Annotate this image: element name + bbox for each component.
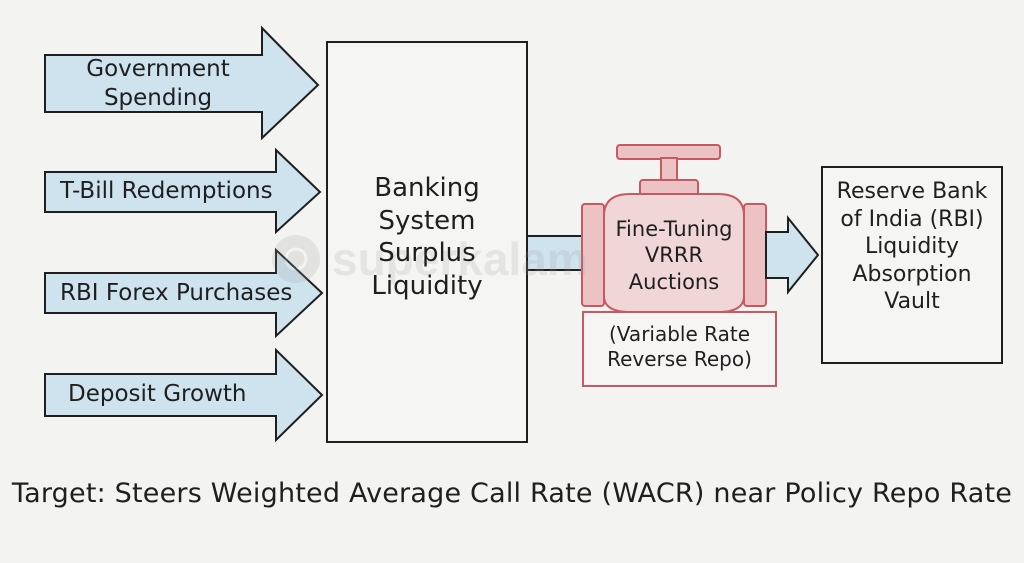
banking-system-label: Banking System Surplus Liquidity <box>327 172 527 302</box>
valve-line: Auctions <box>628 269 720 294</box>
valve-line: Fine-Tuning <box>615 217 733 241</box>
label-government-spending: Government Spending <box>52 55 264 113</box>
arrow-deposit-growth <box>44 347 324 443</box>
label-deposit-growth: Deposit Growth <box>68 381 247 407</box>
arrow-government-spending <box>44 25 320 141</box>
connector-pipe <box>526 235 586 271</box>
label-rbi-forex-purchases: RBI Forex Purchases <box>60 280 292 306</box>
banking-line: Banking <box>374 173 480 203</box>
label-line: RBI Forex Purchases <box>60 280 293 306</box>
banking-line: Surplus <box>378 238 476 268</box>
rbi-line: of India (RBI) <box>840 206 984 232</box>
label-tbill-redemptions: T-Bill Redemptions <box>60 178 273 204</box>
banking-line: Liquidity <box>371 270 483 301</box>
vrrr-note-box <box>582 311 777 387</box>
target-footer: Target: Steers Weighted Average Call Rat… <box>11 478 1013 509</box>
label-line: Deposit Growth <box>68 381 247 407</box>
valve-note: (Variable Rate Reverse Repo) <box>583 322 776 372</box>
label-line: Government <box>86 56 230 82</box>
note-line: Reverse Repo) <box>607 347 752 371</box>
banking-system-box <box>326 41 528 443</box>
rbi-vault-label: Reserve Bank of India (RBI) Liquidity Ab… <box>822 178 1002 316</box>
valve-label: Fine-Tuning VRRR Auctions <box>598 216 750 295</box>
rbi-line: Reserve Bank <box>836 179 988 204</box>
rbi-line: Absorption <box>852 261 972 287</box>
label-line: Spending <box>103 84 213 111</box>
arrow-to-rbi <box>765 215 820 295</box>
valve-line: VRRR <box>644 243 704 268</box>
arrow-tbill-redemptions <box>44 147 322 235</box>
note-line: (Variable Rate <box>609 322 750 346</box>
arrow-rbi-forex-purchases <box>44 247 324 339</box>
valve-icon <box>581 144 767 313</box>
rbi-line: Vault <box>884 289 940 314</box>
label-line: T-Bill Redemptions <box>60 178 273 204</box>
rbi-line: Liquidity <box>864 234 960 259</box>
banking-line: System <box>378 205 476 236</box>
rbi-vault-box <box>821 166 1003 364</box>
